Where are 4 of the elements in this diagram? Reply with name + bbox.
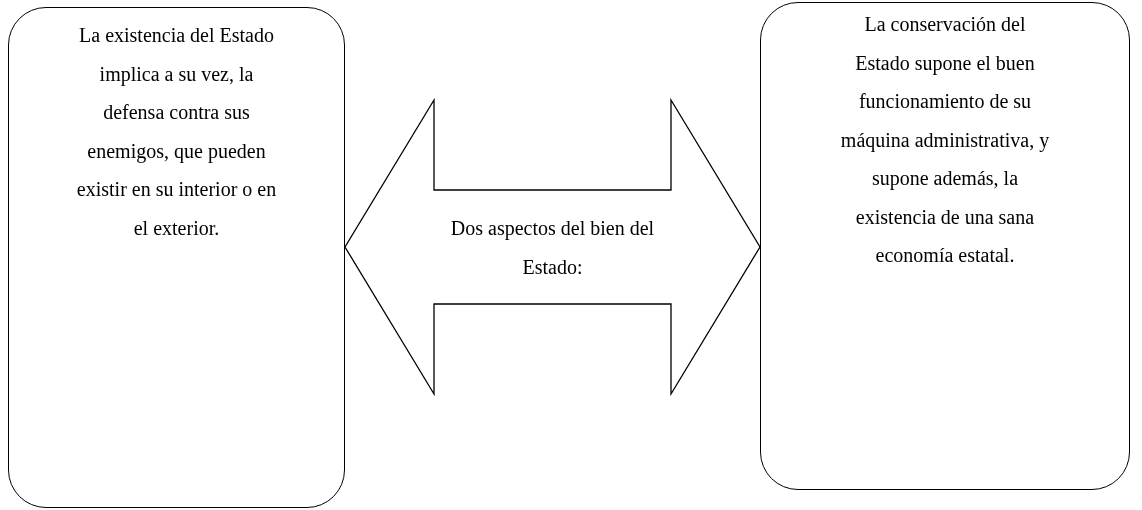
rounded-box xyxy=(8,7,345,508)
box-text: La conservación del Estado supone el buen funcionamiento de su máquina administrativa, y supone además, la existencia de una sana economía estatal. xyxy=(839,12,1051,268)
box-text: La existencia del Estado implica a su vez, la defensa contra sus enemigos, que pueden existir en su interior o en el exterior. xyxy=(75,23,278,241)
rounded-box xyxy=(760,2,1130,490)
